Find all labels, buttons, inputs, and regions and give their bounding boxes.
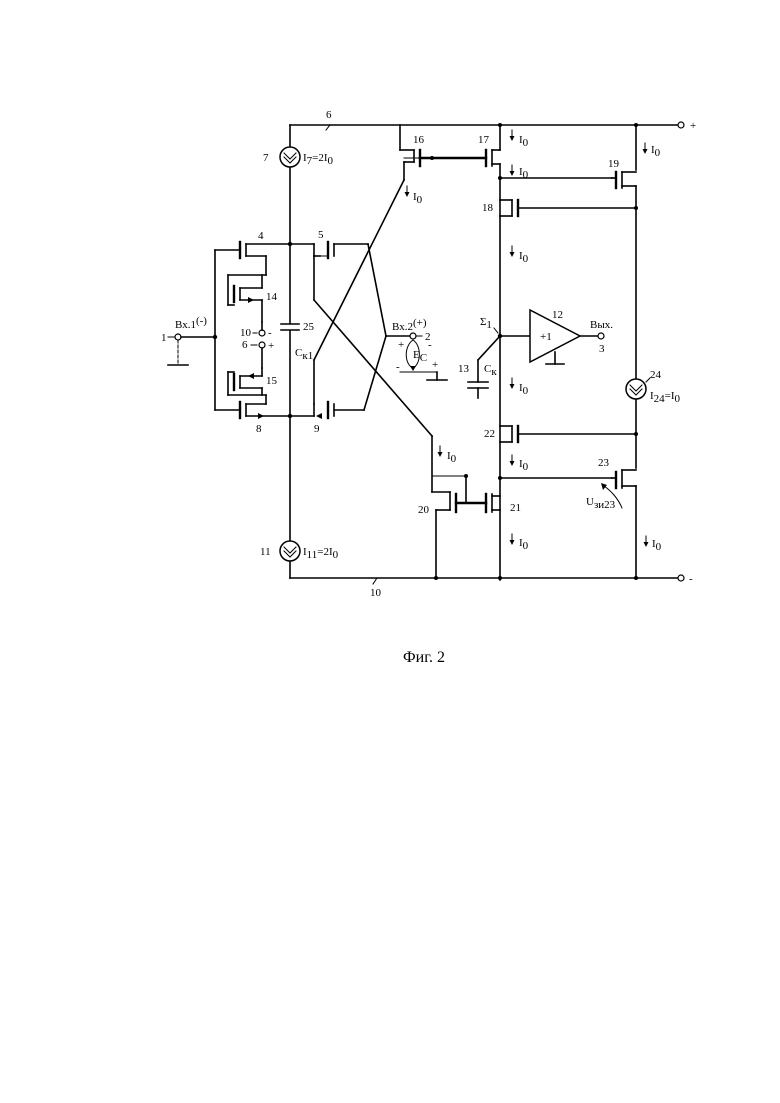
current-i0-22-top: I0: [519, 382, 529, 397]
amplifier-gain: +1: [540, 331, 552, 343]
transistor-8-label: 8: [256, 423, 262, 435]
transistor-20: 20: [418, 492, 486, 516]
aux-terminal-6: 6 +: [242, 339, 274, 352]
ec-source: EС + - - +: [396, 339, 447, 380]
source-11-label: I11=2I0: [303, 546, 339, 561]
transistor-17: 17: [478, 134, 500, 166]
capacitor-13-number: 13: [458, 363, 470, 375]
transistor-16-label: 16: [413, 134, 425, 146]
current-source-11: 11 I11=2I0: [260, 541, 339, 561]
source-7-number: 7: [263, 152, 269, 164]
minus-terminal[interactable]: [678, 575, 684, 581]
transistor-21-label: 21: [510, 502, 521, 514]
current-i0-16: I0: [413, 191, 423, 206]
ec-minus-left: -: [396, 361, 400, 373]
current-source-24: 24 I24=I0: [626, 369, 681, 405]
negative-rail: - 10: [290, 573, 693, 599]
capacitor-13-label: Cк: [484, 363, 497, 378]
transistor-9-label: 9: [314, 423, 320, 435]
sum-node: Σ1: [480, 316, 498, 333]
transistor-4-label: 4: [258, 230, 264, 242]
figure-caption: Фиг. 2: [403, 649, 445, 666]
vgs-23-label: Uзи23: [586, 496, 616, 511]
aux-terminal-6-number: 6: [242, 339, 248, 351]
output-label: Вых.: [590, 319, 613, 331]
current-i0-23: I0: [652, 538, 662, 553]
sum-node-label: Σ1: [480, 316, 492, 331]
ec-source-label: EС: [413, 349, 427, 364]
output-number: 3: [599, 343, 605, 355]
transistor-19-label: 19: [608, 158, 620, 170]
transistor-5-label: 5: [318, 229, 324, 241]
transistor-18-label: 18: [482, 202, 494, 214]
aux-terminal-10-number: 10: [240, 327, 252, 339]
node-6-label: 6: [326, 109, 332, 121]
input-2-label: Вх.2(+): [392, 317, 427, 333]
transistor-15-label: 15: [266, 375, 278, 387]
input-1-label: Вх.1(-): [175, 315, 207, 331]
aux-terminal-10: 10 -: [240, 327, 272, 339]
output-terminal[interactable]: [598, 333, 604, 339]
source-24-number: 24: [650, 369, 662, 381]
current-i0-22: I0: [519, 458, 529, 473]
current-i0-21: I0: [519, 537, 529, 552]
capacitor-25-number: 25: [303, 321, 315, 333]
plus-rail-label: +: [690, 120, 696, 132]
current-i0-17: I0: [519, 134, 529, 149]
transistor-18: 18: [482, 200, 636, 216]
transistor-17-label: 17: [478, 134, 490, 146]
input-2-terminal[interactable]: [410, 333, 416, 339]
transistor-14-label: 14: [266, 291, 278, 303]
transistor-22: 22: [484, 426, 636, 442]
transistor-8: 8: [240, 402, 290, 435]
amplifier-number: 12: [552, 309, 563, 321]
buffer-amplifier-12: +1 12: [530, 309, 580, 364]
source-24-label: I24=I0: [650, 390, 681, 405]
transistor-23-label: 23: [598, 457, 610, 469]
input-1: Вх.1(-) 1: [161, 315, 217, 365]
transistor-4: 4: [240, 230, 290, 258]
input-1-number: 1: [161, 332, 167, 344]
transistor-9: 9: [290, 402, 364, 435]
transistor-22-label: 22: [484, 428, 495, 440]
transistor-21: 21: [486, 494, 521, 514]
transistor-16: 16: [413, 134, 486, 166]
input-1-terminal[interactable]: [175, 334, 181, 340]
ec-plus-right: +: [432, 359, 438, 371]
capacitor-25-label: Cк1: [295, 347, 313, 362]
source-11-number: 11: [260, 546, 271, 558]
current-i0-18: I0: [519, 250, 529, 265]
current-i0-20: I0: [447, 450, 457, 465]
aux-terminal-6-sign: +: [268, 340, 274, 352]
capacitor-25: 25 Cк1: [281, 321, 315, 362]
ec-plus-left: +: [398, 339, 404, 351]
current-i0-19: I0: [651, 144, 661, 159]
minus-rail-label: -: [689, 573, 693, 585]
transistor-14: 14: [228, 275, 278, 305]
aux-terminal-10-sign: -: [268, 327, 272, 339]
current-source-7: 7 I7=2I0: [263, 147, 334, 167]
source-7-label: I7=2I0: [303, 152, 334, 167]
node-10-label: 10: [370, 587, 382, 599]
ec-minus-right: -: [428, 339, 432, 351]
transistor-20-label: 20: [418, 504, 430, 516]
output: Вых. 3: [590, 319, 613, 355]
transistor-15: 15: [228, 368, 278, 390]
plus-terminal[interactable]: [678, 122, 684, 128]
capacitor-13: 13 Cк: [458, 336, 500, 398]
transistor-5: 5: [290, 229, 368, 258]
